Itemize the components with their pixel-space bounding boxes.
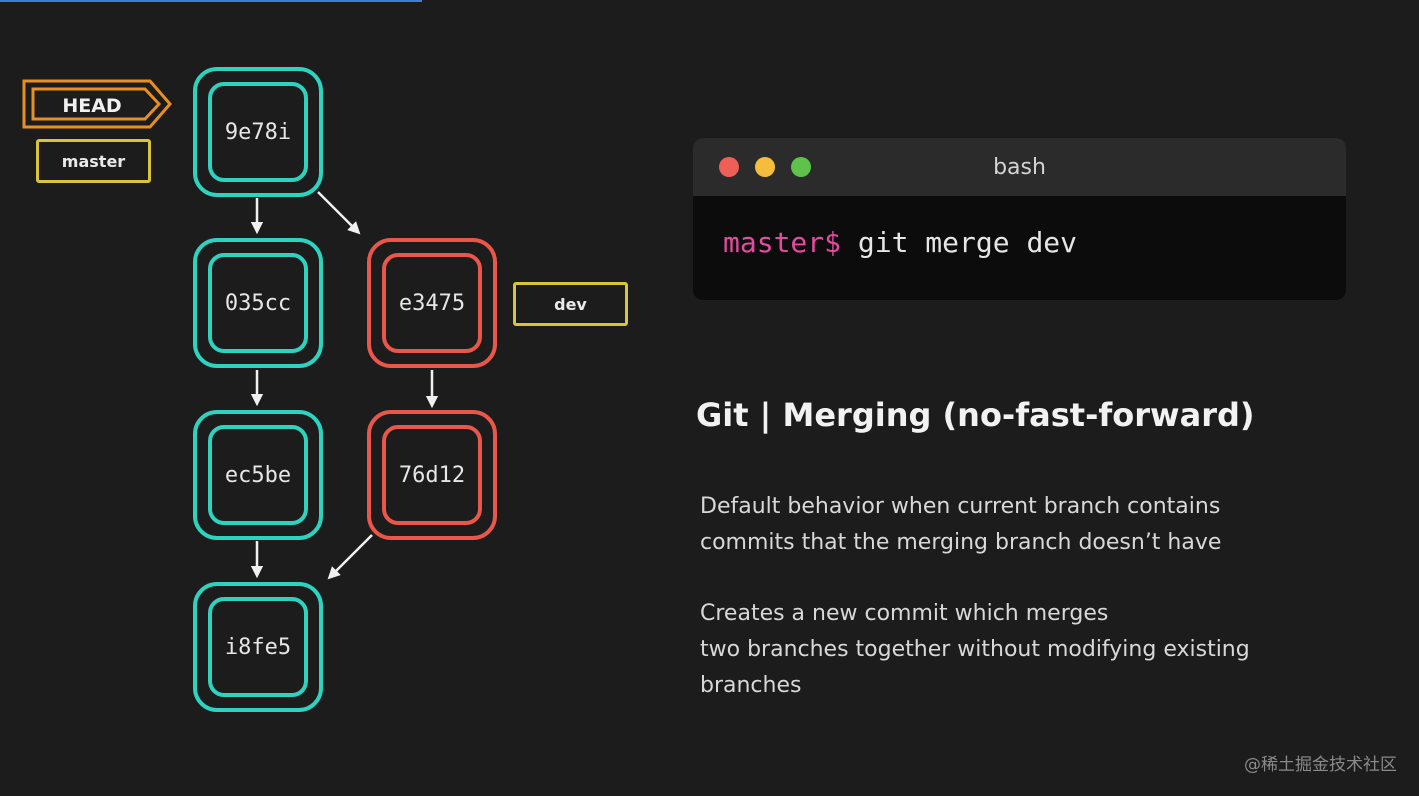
head-pointer	[22, 79, 172, 129]
commit-node-76d12: 76d12	[367, 410, 497, 540]
terminal-window: bash master$ git merge dev	[693, 138, 1346, 300]
arrow-d2-c4	[327, 534, 373, 580]
commit-hash: e3475	[398, 290, 466, 316]
commit-node-ec5be: ec5be	[193, 410, 323, 540]
shell-command: git merge dev	[841, 226, 1078, 259]
commit-node-9e78i: 9e78i	[193, 67, 323, 197]
commit-node-e3475: e3475	[367, 238, 497, 368]
commit-hash: ec5be	[224, 462, 292, 488]
watermark: @稀土掘金技术社区	[1244, 755, 1397, 775]
commit-node-i8fe5: i8fe5	[193, 582, 323, 712]
master-branch-label: master	[36, 139, 151, 183]
commit-hash: i8fe5	[224, 634, 292, 660]
commit-hash: 035cc	[224, 290, 292, 316]
slide-title: Git | Merging (no-fast-forward)	[696, 396, 1255, 434]
terminal-title: bash	[993, 154, 1046, 180]
description-paragraph-1: Default behavior when current branch con…	[700, 494, 1222, 555]
terminal-titlebar: bash	[693, 138, 1346, 196]
head-label: HEAD	[62, 95, 121, 117]
dev-branch-label: dev	[513, 282, 628, 326]
commit-node-035cc: 035cc	[193, 238, 323, 368]
shell-prompt: master$	[723, 226, 842, 259]
maximize-dot-icon[interactable]	[791, 157, 811, 177]
close-dot-icon[interactable]	[719, 157, 739, 177]
minimize-dot-icon[interactable]	[755, 157, 775, 177]
commit-hash: 76d12	[398, 462, 466, 488]
top-accent-line	[0, 0, 422, 2]
description-paragraph-2: Creates a new commit which merges two br…	[700, 601, 1250, 698]
terminal-command-line: master$ git merge dev	[723, 226, 1077, 259]
commit-hash: 9e78i	[224, 119, 292, 145]
arrow-c1-d1	[317, 191, 361, 235]
